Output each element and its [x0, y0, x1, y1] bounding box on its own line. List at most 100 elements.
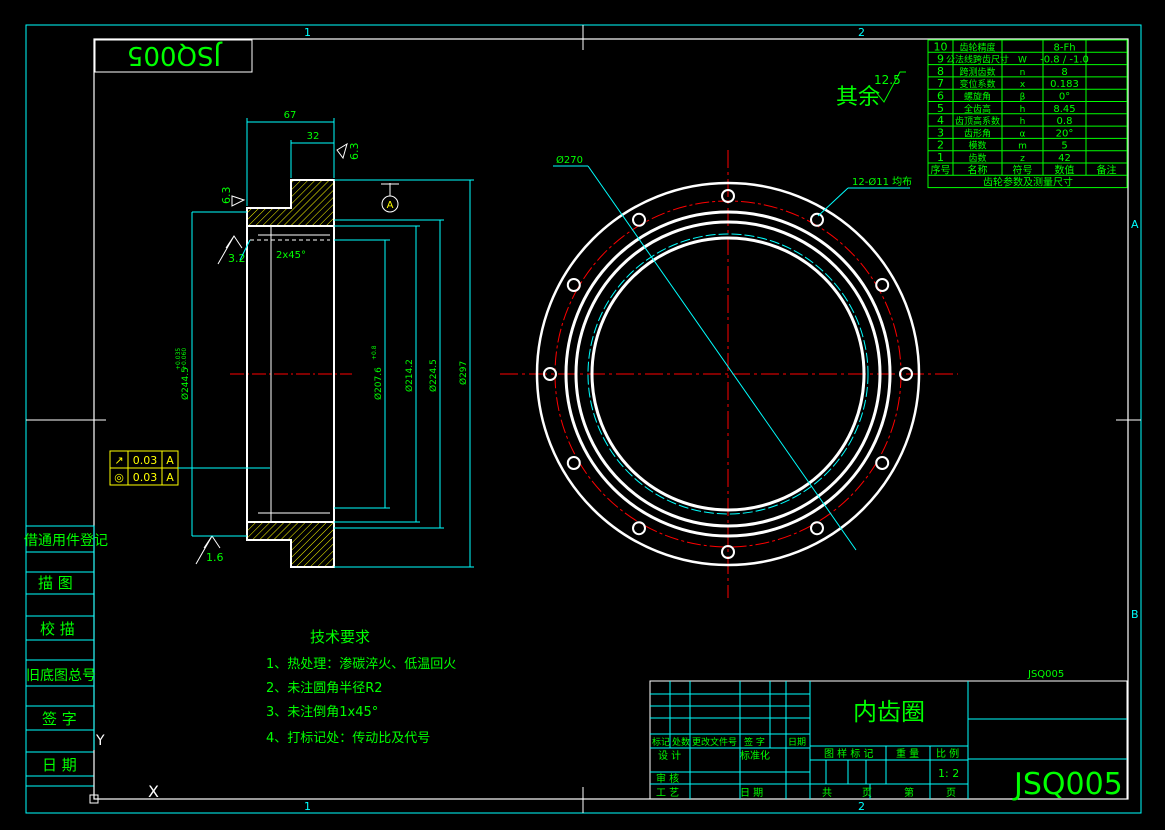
gear-row-name: 齿数	[968, 152, 986, 164]
mirrored-number: JSQ005	[127, 40, 223, 70]
bolt-holes	[543, 189, 913, 559]
gear-header-symbol: 符号	[1013, 163, 1033, 176]
roughness-left-symbol	[231, 195, 246, 207]
roughness-top-symbol	[336, 142, 348, 160]
dim-32: 32	[307, 131, 320, 142]
roughness-bottom: 1.6	[206, 551, 224, 564]
dim-67: 67	[284, 110, 297, 121]
tech-requirements: 技术要求 1、热处理：渗碳淬火、低温回火 2、未注圆角半径R2 3、未注倒角1x…	[266, 628, 456, 746]
hatch-top-ring	[247, 208, 334, 226]
svg-text:JSQ005: JSQ005	[127, 40, 223, 70]
bolt-hole	[566, 278, 581, 292]
gear-row-symbol: x	[1020, 80, 1026, 90]
tolerance-frame-runout: ↗ 0.03 A	[109, 450, 179, 469]
bolt-hole	[721, 189, 735, 203]
tb-total: 共	[822, 787, 832, 799]
gear-row-value: 0.8	[1057, 116, 1073, 127]
tb-sheet-no: 第	[904, 786, 914, 799]
gear-row-symbol: h	[1020, 105, 1026, 115]
gear-row-no: 4	[937, 114, 944, 127]
reg-check-tracing: 校 描	[40, 620, 75, 638]
roughness-general-label: 其余	[836, 85, 880, 110]
tb-sheet: 页	[862, 787, 872, 799]
roughness-top: 6.3	[348, 143, 361, 161]
bolt-hole	[810, 521, 824, 536]
bolt-hole	[721, 545, 735, 559]
mirrored-number-box	[94, 39, 253, 73]
bolt-hole	[899, 367, 913, 381]
tech-item: 2、未注圆角半径R2	[266, 681, 383, 696]
hatch-bottom-ring	[247, 522, 334, 540]
gear-row-symbol: z	[1020, 154, 1025, 164]
gear-row-name: 齿轮精度	[959, 41, 995, 53]
ucs-y-label: Y	[95, 733, 105, 749]
gear-row-name: 齿顶高系数	[955, 115, 1000, 127]
tb-page: 页	[946, 787, 956, 799]
title-block-grid	[650, 681, 1127, 799]
gear-row-value: 5	[1061, 141, 1067, 152]
inner-border	[93, 38, 1129, 800]
zone-top-1: 1	[304, 26, 311, 39]
bolt-hole	[566, 456, 581, 470]
tb-process: 工 艺	[656, 787, 679, 799]
reg-old-number: 旧底图总号	[26, 668, 96, 684]
gear-row-name: 螺旋角	[964, 91, 991, 103]
gear-header-note: 备注	[1097, 163, 1117, 176]
bolt-hole	[875, 456, 890, 470]
leader	[239, 239, 251, 261]
flange-circle	[564, 210, 892, 538]
part-name: 内齿圈	[853, 698, 925, 726]
dim-207: Ø207.6	[373, 367, 384, 400]
hatch-top-flange	[291, 180, 334, 208]
gear-row-value: 8	[1061, 67, 1067, 78]
bore-circle	[574, 220, 882, 528]
gear-row-value: 8-Fh	[1053, 42, 1075, 53]
tb-review: 审 核	[656, 772, 679, 785]
gear-header-value: 数值	[1055, 163, 1075, 176]
front-view: Ø270 12-Ø11 均布	[500, 150, 958, 598]
gear-row-value: -0.8 / -1.0	[1040, 55, 1089, 66]
svg-text:0.03: 0.03	[133, 471, 158, 484]
dim-244-tol-upper: +0.035	[175, 348, 182, 370]
outer-circle	[535, 181, 921, 567]
dim-270: Ø270	[556, 154, 583, 166]
gear-row-name: 公法线跨齿尺寸	[946, 54, 1009, 66]
holes-callout: 12-Ø11 均布	[852, 176, 912, 188]
reg-tracing: 描 图	[38, 574, 73, 592]
roughness-bore-symbol	[217, 235, 243, 265]
rev-header-date: 日期	[788, 737, 806, 748]
gear-header-name: 名称	[968, 163, 988, 176]
ucs-x-label: X	[148, 782, 159, 801]
rev-header-sign: 签 字	[744, 736, 765, 748]
chamfer-dim: 2x45°	[276, 250, 306, 261]
gear-row-no: 1	[937, 151, 944, 164]
vertical-dim-lines	[191, 179, 474, 568]
rev-header-mark: 标记	[652, 736, 670, 748]
gear-row-value: 0°	[1059, 92, 1070, 103]
dim-207-tol: +0.8	[371, 345, 378, 360]
svg-text:0.03: 0.03	[133, 454, 158, 467]
gear-header-no: 序号	[931, 163, 951, 176]
gear-row-no: 5	[937, 102, 944, 115]
hatch-bottom-flange	[291, 540, 334, 567]
tech-item: 3、未注倒角1x45°	[266, 705, 378, 720]
zone-right-a: A	[1131, 218, 1139, 231]
gear-row-name: 齿形角	[964, 127, 991, 139]
gear-row-value: 42	[1058, 153, 1071, 164]
gear-row-name: 模数	[968, 140, 986, 152]
dim-244-tol-lower: +0.060	[181, 348, 188, 370]
tb-scale: 1: 2	[938, 767, 959, 780]
zone-right-b: B	[1131, 608, 1139, 621]
gear-row-name: 全齿高	[964, 103, 991, 115]
tb-stage-mark: 图 样 标 记	[824, 747, 874, 760]
diameter-270-leader	[587, 165, 857, 551]
svg-text:◎: ◎	[114, 471, 124, 484]
svg-text:↗: ↗	[114, 454, 123, 467]
section-view: 67 32 6.3 6.3 3.2 1.6 2x45° A	[109, 110, 474, 568]
datum-circle	[381, 195, 399, 213]
gear-row-no: 9	[937, 53, 944, 66]
gear-row-no: 10	[934, 40, 948, 53]
gear-row-no: 2	[937, 139, 944, 152]
rev-header-count: 处数	[672, 736, 690, 748]
